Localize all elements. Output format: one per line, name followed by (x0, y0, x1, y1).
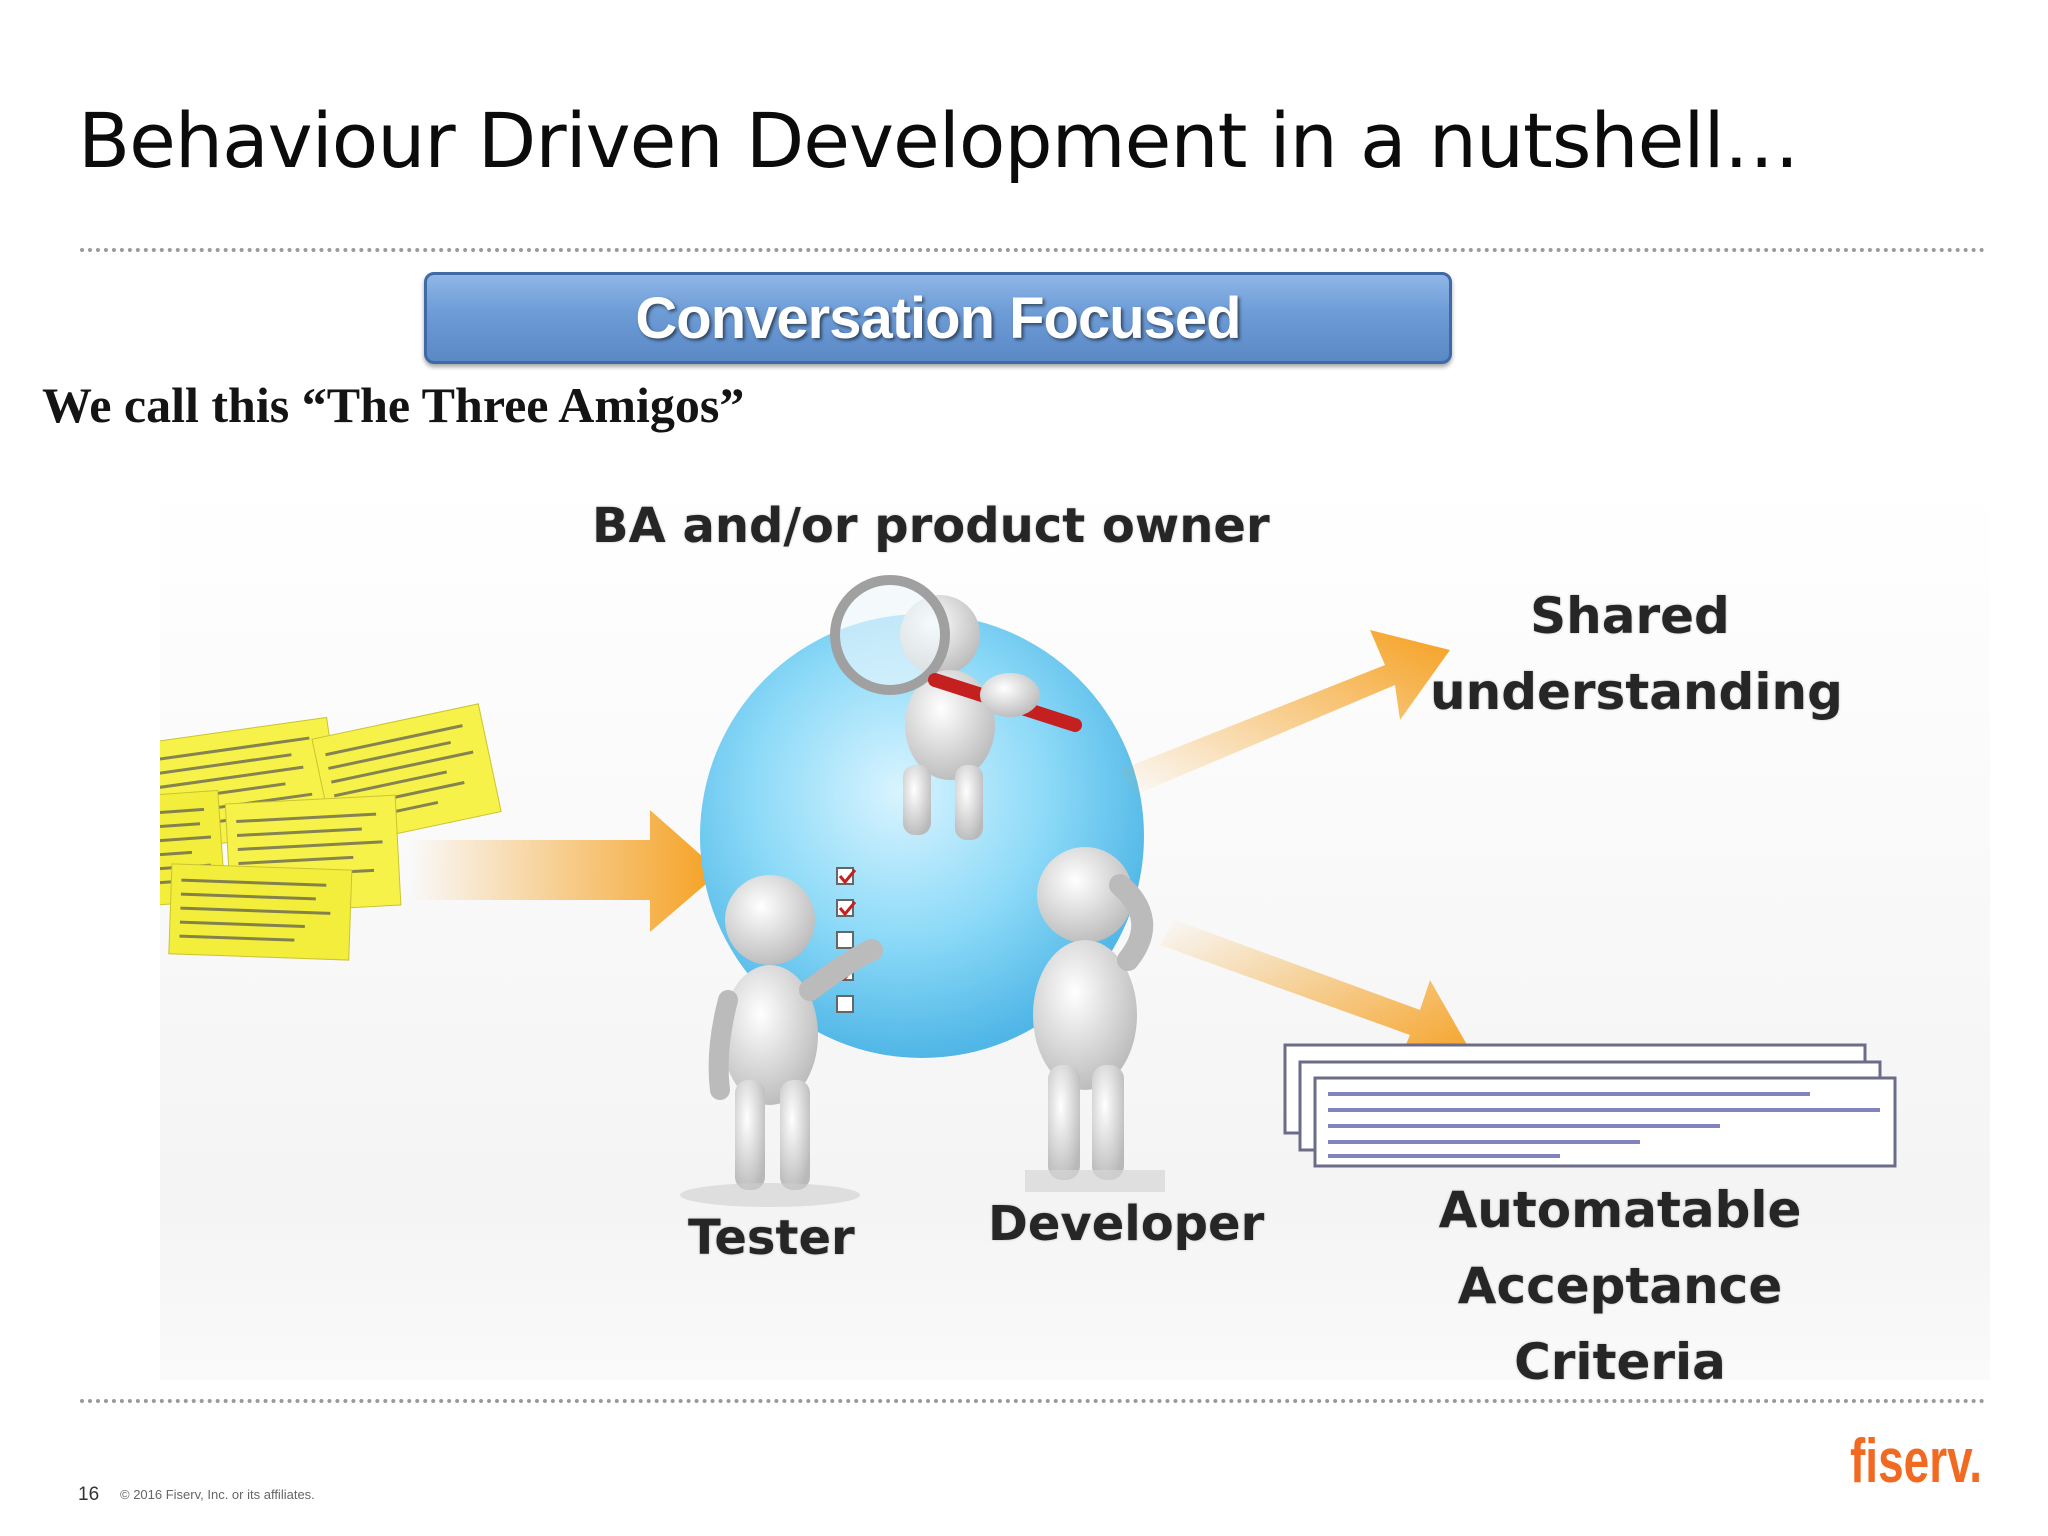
label-acceptance-line-2: Acceptance (1457, 1257, 1783, 1315)
sticky-notes (160, 703, 502, 961)
label-shared-understanding: Shared understanding (1430, 578, 1843, 730)
ba-figure (830, 575, 1082, 840)
shared-understanding-arrow (1120, 630, 1450, 795)
svg-text:fiserv.: fiserv. (1850, 1427, 1982, 1496)
three-amigos-diagram (160, 480, 1990, 1380)
label-acceptance-line-3: Criteria (1514, 1333, 1726, 1391)
collaboration-sphere (700, 614, 1144, 1058)
page-number: 16 (78, 1484, 100, 1505)
label-acceptance-criteria: Automatable Acceptance Criteria (1400, 1172, 1840, 1400)
tester-figure (680, 875, 883, 1207)
label-acceptance-line-1: Automatable (1438, 1181, 1802, 1239)
top-divider (80, 248, 1986, 252)
label-shared-line-2: understanding (1430, 663, 1843, 721)
scenario-cards (1283, 1043, 1897, 1168)
label-tester: Tester (688, 1210, 855, 1266)
slide-title: Behaviour Driven Development in a nutshe… (78, 96, 1800, 185)
slide-subtitle: We call this “The Three Amigos” (42, 377, 745, 433)
fiserv-logo: fiserv. (1850, 1420, 1986, 1500)
diagram-illustration (160, 575, 1897, 1207)
copyright-notice: © 2016 Fiserv, Inc. or its affiliates. (120, 1487, 315, 1502)
developer-figure (1025, 847, 1165, 1192)
acceptance-criteria-arrow (1160, 920, 1470, 1070)
label-developer: Developer (988, 1196, 1265, 1252)
conversation-focused-banner: Conversation Focused (424, 272, 1452, 364)
bottom-divider (80, 1399, 1986, 1403)
banner-label: Conversation Focused (635, 285, 1241, 351)
label-shared-line-1: Shared (1530, 587, 1730, 645)
input-arrow (410, 810, 720, 932)
label-ba-product-owner: BA and/or product owner (592, 498, 1270, 554)
